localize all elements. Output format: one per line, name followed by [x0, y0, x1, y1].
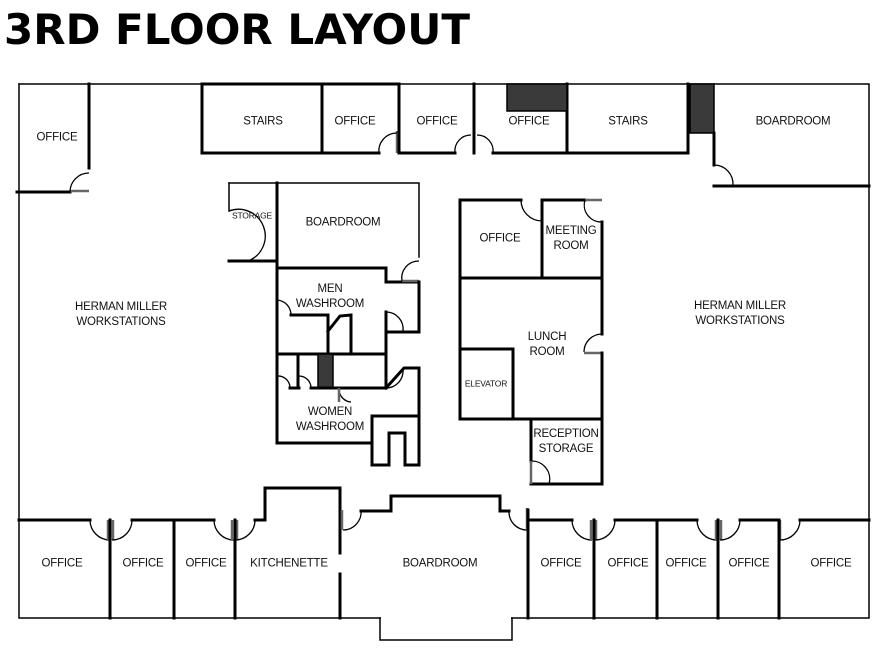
room-office-center: OFFICE: [479, 232, 521, 245]
room-office-bottom-4: OFFICE: [540, 557, 582, 570]
room-kitchenette: KITCHENETTE: [250, 557, 328, 570]
room-stairs-right: STAIRS: [608, 115, 648, 128]
center-right-walls: [458, 198, 604, 486]
room-boardroom-bottom: BOARDROOM: [402, 557, 478, 570]
room-office-top-4: OFFICE: [508, 115, 550, 128]
room-office-bottom-7: OFFICE: [728, 557, 770, 570]
room-reception-storage: RECEPTION STORAGE: [533, 428, 599, 455]
room-office-bottom-3: OFFICE: [185, 557, 227, 570]
room-lunch-room: LUNCH ROOM: [527, 331, 567, 358]
room-men-washroom: MEN WASHROOM: [295, 283, 365, 310]
room-boardroom-center: BOARDROOM: [305, 216, 381, 229]
room-office-bottom-6: OFFICE: [665, 557, 707, 570]
bottom-left-walls: [17, 486, 342, 620]
room-women-washroom: WOMEN WASHROOM: [295, 406, 365, 433]
outer-walls: [18, 83, 870, 619]
room-boardroom-top-right: BOARDROOM: [755, 115, 831, 128]
area-workstations-left: HERMAN MILLER WORKSTATIONS: [75, 301, 167, 328]
room-office-bottom-2: OFFICE: [122, 557, 164, 570]
top-core-walls: [200, 82, 871, 188]
room-office-top-3: OFFICE: [416, 115, 458, 128]
room-office-top-left: OFFICE: [36, 131, 78, 144]
page-title: 3RD FLOOR LAYOUT: [4, 5, 470, 54]
bottom-right-walls: [526, 518, 871, 620]
room-meeting-room: MEETING ROOM: [545, 225, 597, 252]
area-workstations-right: HERMAN MILLER WORKSTATIONS: [694, 300, 786, 327]
room-office-bottom-1: OFFICE: [41, 557, 83, 570]
office-top-left-walls: [15, 82, 91, 194]
bottom-boardroom-walls: [340, 494, 530, 641]
room-storage: STORAGE: [231, 210, 273, 221]
room-office-bottom-5: OFFICE: [607, 557, 649, 570]
room-elevator: ELEVATOR: [464, 378, 508, 389]
center-left-walls: [227, 181, 421, 467]
room-office-top-2: OFFICE: [334, 115, 376, 128]
room-stairs-left: STAIRS: [243, 115, 283, 128]
room-office-bottom-8: OFFICE: [810, 557, 852, 570]
